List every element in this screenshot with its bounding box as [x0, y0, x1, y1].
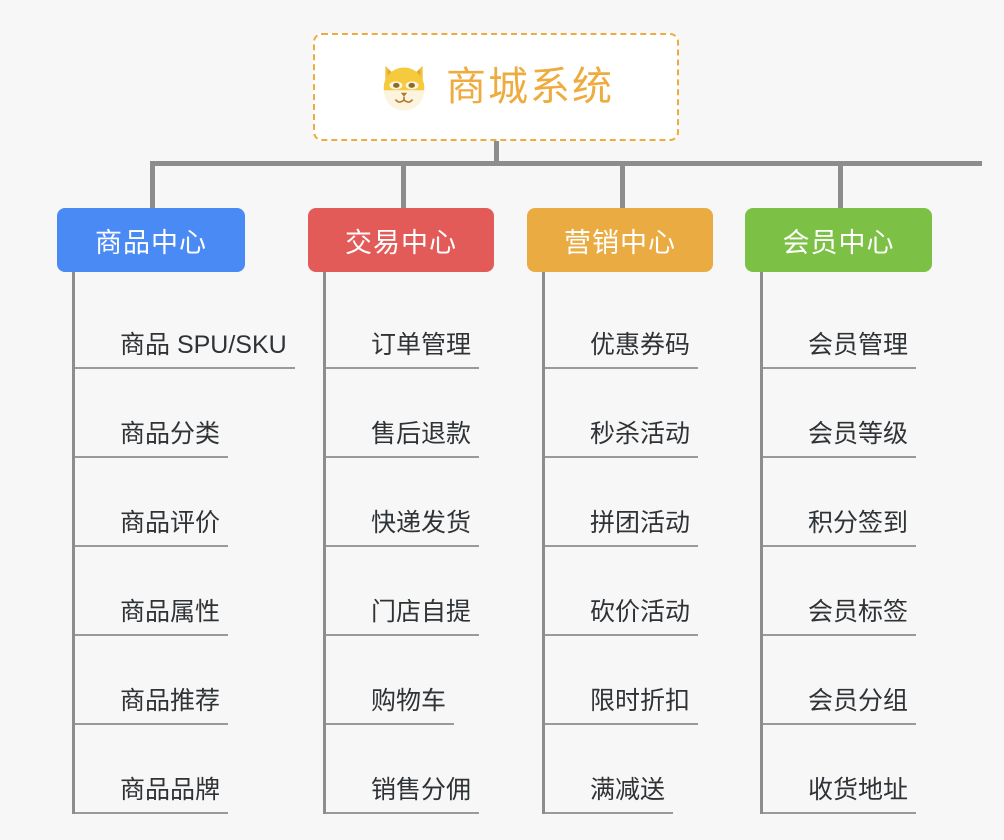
branch-header-marketing[interactable]: 营销中心 [527, 208, 713, 272]
leaf-label: 优惠券码 [545, 331, 699, 369]
branch-header-product[interactable]: 商品中心 [57, 208, 245, 272]
connector-drop-branch-3 [620, 161, 625, 208]
leaf-label: 砍价活动 [545, 598, 699, 636]
leaf-label: 售后退款 [326, 420, 480, 458]
root-title: 商城系统 [446, 65, 614, 109]
leaf-label: 会员标签 [763, 598, 917, 636]
list-item[interactable]: 积分签到 [763, 458, 1004, 547]
list-item[interactable]: 订单管理 [326, 280, 571, 369]
list-item[interactable]: 会员管理 [763, 280, 1004, 369]
leaf-label: 订单管理 [326, 331, 480, 369]
leaf-label: 商品 SPU/SKU [75, 331, 295, 369]
leaf-label: 商品分类 [75, 420, 229, 458]
shiba-dog-face-icon [378, 61, 430, 113]
leaf-label: 商品属性 [75, 598, 229, 636]
branch-column-marketing: 营销中心 优惠券码 秒杀活动 拼团活动 砍价活动 限时折扣 满减送 [527, 208, 767, 814]
list-item[interactable]: 拼团活动 [545, 458, 790, 547]
list-item[interactable]: 门店自提 [326, 547, 571, 636]
branch-column-product: 商品中心 商品 SPU/SKU 商品分类 商品评价 商品属性 商品推荐 商品品牌 [57, 208, 337, 814]
leaf-label: 会员等级 [763, 420, 917, 458]
list-item[interactable]: 满减送 [545, 725, 790, 814]
leaf-list-marketing: 优惠券码 秒杀活动 拼团活动 砍价活动 限时折扣 满减送 [542, 272, 790, 814]
list-item[interactable]: 快递发货 [326, 458, 571, 547]
leaf-label: 快递发货 [326, 509, 480, 547]
leaf-label: 限时折扣 [545, 687, 699, 725]
leaf-list-product: 商品 SPU/SKU 商品分类 商品评价 商品属性 商品推荐 商品品牌 [72, 272, 320, 814]
list-item[interactable]: 商品评价 [75, 458, 320, 547]
list-item[interactable]: 商品品牌 [75, 725, 320, 814]
leaf-label: 购物车 [326, 687, 455, 725]
connector-drop-branch-2 [401, 161, 406, 208]
leaf-label: 收货地址 [763, 776, 917, 814]
list-item[interactable]: 会员等级 [763, 369, 1004, 458]
leaf-label: 商品推荐 [75, 687, 229, 725]
connector-drop-branch-1 [150, 161, 155, 208]
list-item[interactable]: 会员标签 [763, 547, 1004, 636]
list-item[interactable]: 收货地址 [763, 725, 1004, 814]
leaf-label: 拼团活动 [545, 509, 699, 547]
branch-column-trade: 交易中心 订单管理 售后退款 快递发货 门店自提 购物车 销售分佣 [308, 208, 548, 814]
leaf-label: 积分签到 [763, 509, 917, 547]
connector-root-stem [494, 141, 499, 165]
branch-header-member[interactable]: 会员中心 [745, 208, 932, 272]
leaf-label: 会员分组 [763, 687, 917, 725]
leaf-label: 满减送 [545, 776, 674, 814]
list-item[interactable]: 商品 SPU/SKU [75, 280, 320, 369]
leaf-label: 商品品牌 [75, 776, 229, 814]
list-item[interactable]: 会员分组 [763, 636, 1004, 725]
list-item[interactable]: 商品推荐 [75, 636, 320, 725]
list-item[interactable]: 优惠券码 [545, 280, 790, 369]
leaf-list-trade: 订单管理 售后退款 快递发货 门店自提 购物车 销售分佣 [323, 272, 571, 814]
list-item[interactable]: 商品分类 [75, 369, 320, 458]
list-item[interactable]: 限时折扣 [545, 636, 790, 725]
list-item[interactable]: 售后退款 [326, 369, 571, 458]
branch-column-member: 会员中心 会员管理 会员等级 积分签到 会员标签 会员分组 收货地址 [745, 208, 995, 814]
connector-horizontal-bus [150, 161, 982, 166]
leaf-list-member: 会员管理 会员等级 积分签到 会员标签 会员分组 收货地址 [760, 272, 1004, 814]
leaf-label: 会员管理 [763, 331, 917, 369]
leaf-label: 秒杀活动 [545, 420, 699, 458]
root-node[interactable]: 商城系统 [313, 33, 679, 141]
list-item[interactable]: 秒杀活动 [545, 369, 790, 458]
leaf-label: 门店自提 [326, 598, 480, 636]
branch-header-trade[interactable]: 交易中心 [308, 208, 494, 272]
list-item[interactable]: 砍价活动 [545, 547, 790, 636]
list-item[interactable]: 购物车 [326, 636, 571, 725]
leaf-label: 商品评价 [75, 509, 229, 547]
leaf-label: 销售分佣 [326, 776, 480, 814]
list-item[interactable]: 商品属性 [75, 547, 320, 636]
list-item[interactable]: 销售分佣 [326, 725, 571, 814]
connector-drop-branch-4 [838, 161, 843, 208]
